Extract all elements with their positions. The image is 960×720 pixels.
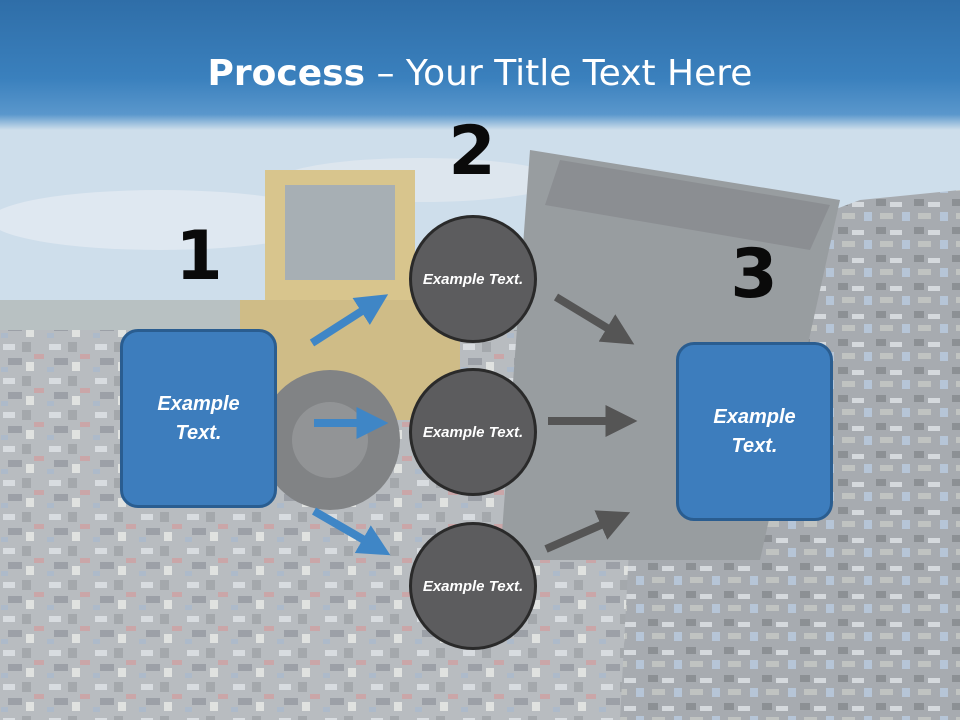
arrow-from-circle-top: [553, 293, 635, 345]
title-bold: Process: [207, 53, 366, 94]
step-2-circle-bottom: Example Text.: [409, 522, 537, 650]
step-3-text: Example Text.: [713, 405, 796, 457]
arrow-to-circle-top: [309, 294, 389, 347]
step-number-3: 3: [730, 235, 778, 314]
circle-top-text: Example Text.: [422, 270, 524, 288]
circle-bottom-text: Example Text.: [422, 577, 524, 595]
step-2-circle-middle: Example Text.: [409, 368, 537, 496]
step-1-text: Example Text.: [157, 392, 240, 444]
title-rest: – Your Title Text Here: [365, 53, 753, 94]
circle-middle-text: Example Text.: [422, 423, 524, 441]
step-number-2: 2: [448, 112, 496, 191]
slide-title: Process – Your Title Text Here: [0, 52, 960, 96]
step-3-box: Example Text.: [676, 342, 833, 521]
step-number-1: 1: [175, 217, 223, 296]
title-bar: [0, 0, 960, 130]
arrow-from-circle-bottom: [544, 510, 631, 553]
step-1-box: Example Text.: [120, 329, 277, 508]
arrow-to-circle-bottom: [311, 507, 391, 556]
step-2-circle-top: Example Text.: [409, 215, 537, 343]
